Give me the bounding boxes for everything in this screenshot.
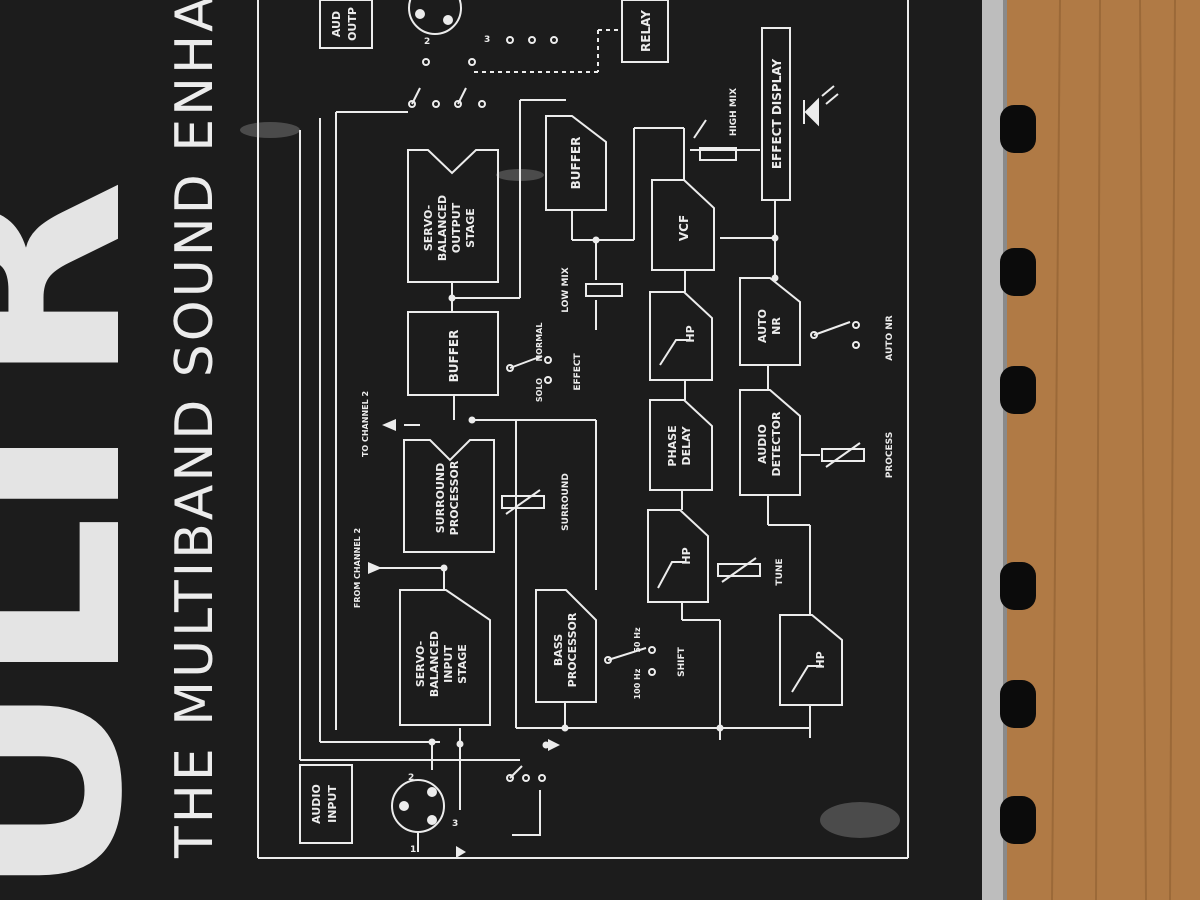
relay-label: RELAY: [639, 10, 653, 52]
dashed-relay-wire: [470, 29, 618, 73]
effect-display-box: [761, 27, 791, 201]
to-channel-2-label: TO CHANNEL 2: [361, 391, 370, 457]
brand-tagline: THE MULTIBAND SOUND ENHA: [165, 0, 225, 859]
buffer-mid-block: [407, 311, 499, 396]
bass-processor-block: [535, 589, 597, 703]
chassis-rail: [980, 0, 1006, 900]
hp-c-label: HP: [814, 651, 827, 668]
effect-label: EFFECT: [573, 352, 583, 390]
audio-detector-label-1: AUDIO: [756, 424, 769, 464]
bass-processor-label-1: BASS: [552, 634, 565, 666]
bass-processor-label-2: PROCESSOR: [566, 612, 579, 687]
audio-output-label-1: AUD: [330, 11, 343, 37]
pin-3-label: 3: [452, 819, 458, 829]
auto-nr-label-2: NR: [770, 317, 783, 335]
knob-1[interactable]: [1000, 105, 1036, 153]
shift-label: SHIFT: [677, 646, 687, 677]
surround-processor-block: [403, 439, 495, 553]
servo-output-block: [407, 149, 499, 283]
hp-block-c: [779, 614, 843, 706]
servo-input-block: [399, 589, 491, 726]
switch-contacts: [408, 36, 860, 836]
knob-6[interactable]: [1000, 796, 1036, 844]
arrowheads: [368, 419, 560, 858]
servo-input-label-2: BALANCED: [428, 631, 441, 697]
knob-5[interactable]: [1000, 680, 1036, 728]
audio-input-label-2: INPUT: [326, 785, 339, 823]
phase-delay-block: [649, 399, 713, 491]
hz-100-label: 100 Hz: [633, 668, 642, 699]
low-mix-label: LOW MIX: [561, 267, 571, 312]
potentiometers: [501, 85, 865, 583]
servo-input-label-3: INPUT: [442, 645, 455, 683]
buffer-top-block: [545, 115, 607, 211]
knob-row: [1000, 105, 1036, 844]
audio-output-label-2: OUTP: [346, 7, 359, 41]
rail-edge: [1003, 0, 1007, 900]
vcf-label: VCF: [677, 215, 691, 241]
wood-grain: [1051, 0, 1176, 900]
phase-delay-label-1: PHASE: [666, 425, 679, 466]
auto-nr-label-1: AUTO: [756, 309, 769, 343]
audio-detector-label-2: DETECTOR: [770, 411, 783, 477]
buffer-top-label: BUFFER: [569, 137, 583, 190]
hz-50-label: 50 Hz: [633, 627, 642, 653]
diagram-blocks: [299, 0, 843, 844]
auto-nr-block: [739, 277, 801, 366]
hp-a-label: HP: [684, 325, 697, 342]
hp-block-a: [649, 291, 713, 381]
panel-scuffs: [240, 122, 900, 838]
servo-input-label-4: STAGE: [456, 644, 469, 684]
surround-processor-label-2: PROCESSOR: [448, 460, 461, 535]
vcf-block: [651, 179, 715, 271]
xlr-input-connector: [391, 779, 445, 852]
surround-processor-label-1: SURROUND: [434, 463, 447, 533]
relay-box: [621, 0, 669, 63]
auto-nr-switch-label: AUTO NR: [885, 315, 895, 360]
pin-2-label: 2: [408, 773, 414, 783]
process-label: PROCESS: [885, 432, 895, 479]
effect-display-label: EFFECT DISPLAY: [770, 59, 784, 170]
phase-delay-label-2: DELAY: [680, 425, 693, 465]
xlr-output-connector: [408, 0, 462, 35]
pin-out-2-label: 2: [424, 37, 430, 47]
servo-input-label-1: SERVO-: [414, 641, 427, 687]
knob-4[interactable]: [1000, 562, 1036, 610]
knob-2[interactable]: [1000, 248, 1036, 296]
audio-input-box: [299, 764, 353, 844]
solo-label: SOLO: [535, 378, 544, 402]
high-mix-label: HIGH MIX: [729, 88, 739, 136]
hp-b-label: HP: [680, 547, 693, 564]
normal-label: NORMAL: [535, 323, 544, 362]
servo-output-label-3: OUTPUT: [450, 202, 463, 253]
hp-block-b: [647, 509, 709, 603]
junction-dots: [428, 234, 779, 749]
audio-detector-block: [739, 389, 801, 496]
tune-label: TUNE: [775, 558, 785, 585]
surround-label: SURROUND: [561, 473, 571, 531]
diagram-frame: [257, 0, 909, 859]
pin-out-3-label: 3: [484, 35, 490, 45]
servo-output-label-2: BALANCED: [436, 195, 449, 261]
knob-3[interactable]: [1000, 366, 1036, 414]
audio-output-box: [319, 0, 373, 49]
servo-output-label-4: STAGE: [464, 208, 477, 248]
from-channel-2-label: FROM CHANNEL 2: [353, 528, 362, 608]
brand-logo: ULTR: [0, 185, 182, 900]
servo-output-label-1: SERVO-: [422, 205, 435, 251]
signal-wires: [299, 99, 820, 810]
buffer-mid-label: BUFFER: [447, 330, 461, 383]
pin-1-label: 1: [410, 845, 416, 855]
audio-input-label-1: AUDIO: [310, 784, 323, 824]
